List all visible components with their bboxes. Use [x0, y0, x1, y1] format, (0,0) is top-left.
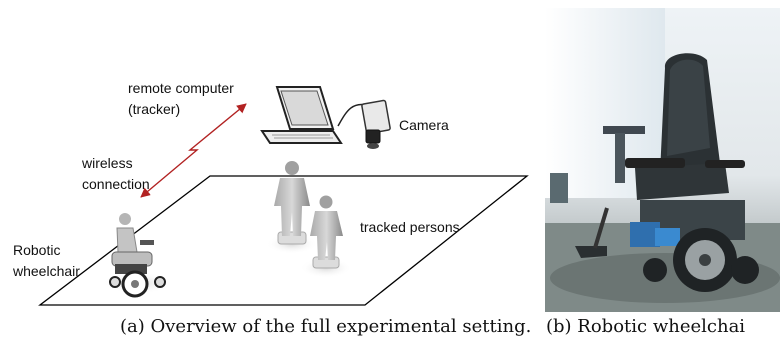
tracked-persons-label: tracked persons	[360, 219, 460, 235]
wheelchair-photo	[545, 8, 780, 312]
person-icon	[300, 195, 352, 278]
wireless-link-arrow	[140, 103, 247, 198]
wheelchair-icon	[102, 213, 174, 298]
tracker-label: (tracker)	[128, 101, 181, 117]
wheelchair-label: wheelchair	[13, 263, 80, 279]
caption-b: (b) Robotic wheelchai	[546, 316, 746, 337]
remote-computer-label: remote computer	[128, 80, 234, 96]
caption-a: (a) Overview of the full experimental se…	[120, 316, 532, 337]
wireless-label: wireless	[82, 155, 133, 171]
camera-icon	[337, 99, 391, 149]
connection-label: connection	[82, 176, 150, 192]
robotic-label: Robotic	[13, 242, 61, 258]
floor-plane	[38, 175, 529, 306]
laptop-icon	[260, 86, 343, 144]
camera-label: Camera	[399, 117, 449, 133]
person-icon	[266, 161, 318, 254]
setting-diagram	[38, 86, 529, 306]
